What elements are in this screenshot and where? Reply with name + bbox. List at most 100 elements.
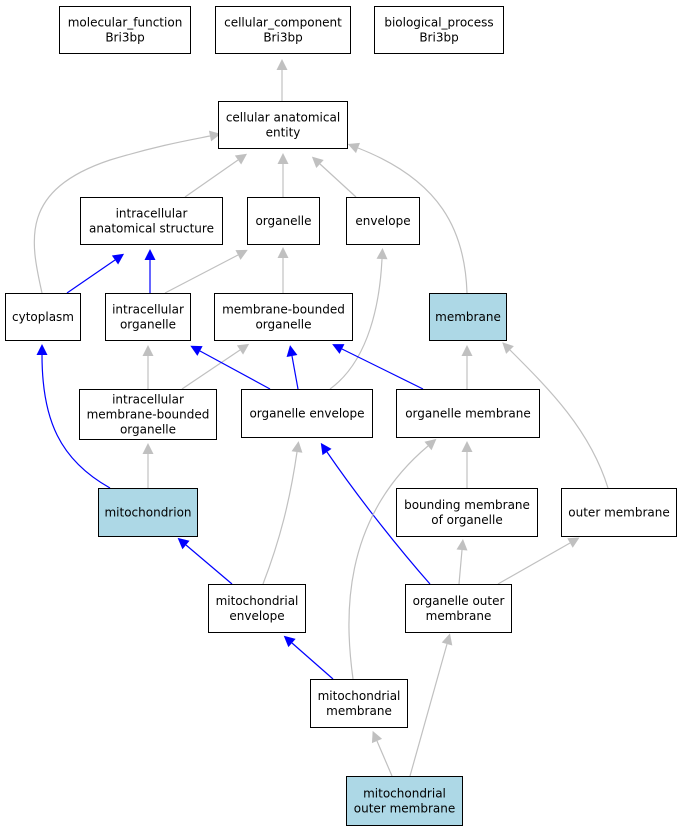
node-box	[215, 6, 351, 54]
node-label: intracellular	[112, 393, 184, 407]
node-label: envelope	[355, 214, 410, 228]
node-label: membrane-bounded	[222, 303, 345, 317]
arrowhead-icon	[144, 249, 156, 260]
edge-line	[41, 354, 111, 489]
arrowhead-icon	[502, 342, 514, 354]
node-label: intracellular	[116, 207, 188, 221]
edge-line	[164, 254, 239, 294]
node-label: bounding membrane	[404, 498, 530, 512]
edge-line	[409, 643, 448, 777]
node-mitochondrion[interactable]: mitochondrion	[98, 488, 198, 537]
edge-line	[66, 259, 116, 294]
node-membrane[interactable]: membrane	[429, 293, 507, 341]
node-label: envelope	[229, 609, 284, 623]
node-label: organelle	[120, 423, 176, 437]
edge-mitochondrial-envelope-to-organelle-envelope	[262, 441, 303, 585]
node-box	[208, 584, 306, 633]
arrowhead-icon	[177, 537, 190, 550]
edge-cytoplasm-to-cellular-anatomical-entity	[33, 130, 221, 294]
edge-line	[509, 349, 609, 489]
node-label: mitochondrial	[363, 787, 446, 801]
node-label: mitochondrial	[216, 594, 299, 608]
node-label: membrane	[326, 704, 392, 718]
edge-bounding-membrane-of-organelle-to-organelle-membrane	[461, 441, 473, 488]
arrowhead-icon	[208, 130, 221, 142]
edge-line	[329, 258, 383, 390]
node-box	[247, 197, 320, 245]
node-box	[80, 197, 223, 245]
node-box	[241, 389, 373, 438]
node-organelle-membrane[interactable]: organelle membrane	[396, 389, 540, 438]
arrowhead-icon	[111, 253, 125, 265]
node-box	[214, 293, 353, 341]
node-label: membrane-bounded	[87, 408, 210, 422]
arrowhead-icon	[36, 344, 48, 355]
node-label: organelle outer	[413, 594, 505, 608]
edge-line	[341, 348, 424, 390]
arrowhead-icon	[461, 441, 473, 452]
node-box	[98, 488, 198, 537]
edge-organelle-envelope-to-membrane-bounded-organelle	[286, 345, 299, 390]
edge-line	[184, 159, 239, 198]
node-box	[5, 293, 81, 341]
edge-organelle-outer-membrane-to-organelle-envelope	[320, 442, 431, 585]
arrowhead-icon	[332, 344, 345, 354]
arrowhead-icon	[424, 438, 437, 451]
node-label: organelle envelope	[249, 407, 364, 421]
edge-organelle-membrane-to-membrane-bounded-organelle	[332, 344, 424, 390]
node-label: Bri3bp	[419, 31, 458, 45]
arrowhead-icon	[311, 156, 324, 169]
arrowhead-icon	[461, 345, 473, 356]
arrowhead-icon	[236, 343, 250, 355]
edge-mitochondrial-envelope-to-mitochondrion	[177, 537, 233, 585]
arrowhead-icon	[142, 345, 154, 356]
edge-intracellular-organelle-to-intracellular-anatomical-structure	[144, 249, 156, 293]
edge-mitochondrial-membrane-to-organelle-membrane	[348, 438, 437, 680]
node-box	[310, 679, 408, 728]
arrowhead-icon	[277, 153, 289, 164]
edge-membrane-to-cellular-anatomical-entity	[347, 142, 468, 294]
node-label: molecular_function	[68, 16, 183, 30]
node-label: mitochondrial	[318, 689, 401, 703]
edge-line	[33, 135, 211, 294]
node-label: membrane	[435, 310, 501, 324]
node-box	[374, 6, 504, 54]
node-label: entity	[266, 126, 301, 140]
node-outer-membrane[interactable]: outer membrane	[561, 488, 677, 537]
node-label: cellular anatomical	[226, 111, 340, 125]
edge-envelope-to-cellular-anatomical-entity	[311, 156, 357, 198]
node-cytoplasm[interactable]: cytoplasm	[5, 293, 81, 341]
edge-line	[181, 349, 241, 390]
edge-cellular-anatomical-entity-to-cellular-component	[276, 59, 288, 101]
node-label: mitochondrion	[104, 506, 191, 520]
arrowhead-icon	[456, 539, 468, 551]
edge-intracellular-anatomical-structure-to-cellular-anatomical-entity	[184, 153, 248, 198]
arrowhead-icon	[371, 730, 383, 744]
node-label: organelle membrane	[405, 407, 531, 421]
edge-line	[262, 451, 298, 585]
node-organelle[interactable]: organelle	[247, 197, 320, 245]
arrowhead-icon	[142, 443, 154, 454]
edge-line	[357, 147, 468, 294]
arrowhead-icon	[235, 249, 248, 260]
node-envelope[interactable]: envelope	[346, 197, 420, 245]
node-box	[79, 389, 217, 440]
node-label: outer membrane	[354, 802, 455, 816]
arrowhead-icon	[567, 537, 580, 548]
edge-mitochondrial-outer-membrane-to-organelle-outer-membrane	[409, 633, 453, 777]
node-organelle-envelope[interactable]: organelle envelope	[241, 389, 373, 438]
